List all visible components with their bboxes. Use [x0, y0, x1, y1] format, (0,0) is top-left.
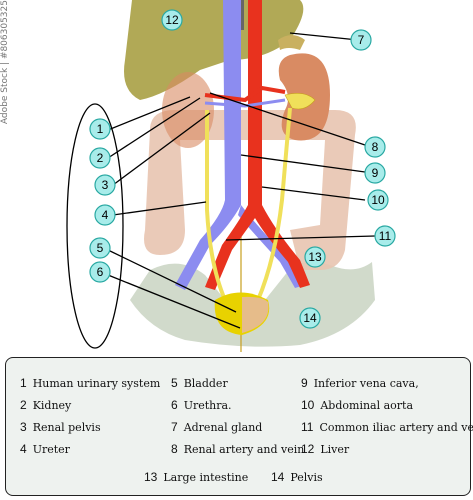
callout-1: 1: [89, 118, 111, 140]
legend-num: 13: [144, 470, 158, 484]
legend-item-11: 11 Common iliac artery and vein: [301, 420, 473, 434]
kidney-right: [162, 72, 214, 148]
ureter-right: [205, 110, 227, 301]
legend-label: Urethra.: [183, 399, 232, 412]
callout-11-num: 11: [379, 229, 392, 243]
callout-4: 4: [94, 204, 116, 226]
callout-12-num: 12: [165, 13, 179, 27]
legend-item-8: 8 Renal artery and vein: [171, 442, 304, 456]
inferior-vena-cava: [175, 0, 241, 290]
abdominal-aorta: [205, 0, 310, 290]
callout-14: 14: [299, 307, 321, 329]
renal-pelvis: [284, 93, 316, 110]
large-intestine: [144, 110, 356, 270]
legend-item-1: 1 Human urinary system: [20, 376, 160, 390]
callout-7: 7: [350, 29, 372, 51]
callout-9: 9: [364, 162, 386, 184]
legend-item-13: 13 Large intestine: [144, 470, 248, 484]
legend-num: 7: [171, 420, 178, 434]
legend-label: Adrenal gland: [183, 421, 263, 434]
legend-item-14: 14 Pelvis: [271, 470, 323, 484]
callout-10-num: 10: [371, 193, 385, 207]
callout-13-num: 13: [308, 250, 322, 264]
ureter-left: [256, 107, 292, 301]
legend-item-5: 5 Bladder: [171, 376, 228, 390]
adrenal-gland: [278, 35, 305, 50]
callout-11: 11: [374, 225, 396, 247]
callout-8: 8: [364, 136, 386, 158]
legend-item-3: 3 Renal pelvis: [20, 420, 101, 434]
urinary-system-diagram: 1 2 3 4 5 6 7 8 9 10 11 12 13 14: [66, 0, 396, 352]
legend-item-2: 2 Kidney: [20, 398, 71, 412]
legend-num: 6: [171, 398, 178, 412]
callout-2: 2: [89, 147, 111, 169]
legend-item-10: 10 Abdominal aorta: [301, 398, 413, 412]
watermark: Adobe Stock | #806305325: [0, 0, 10, 125]
legend-num: 2: [20, 398, 27, 412]
callout-6-num: 6: [97, 265, 104, 279]
legend-num: 12: [301, 442, 315, 456]
bladder-right-half: [242, 296, 269, 333]
callout-13: 13: [304, 246, 326, 268]
iliac-vein-left: [238, 205, 305, 288]
callout-7-num: 7: [358, 33, 365, 47]
renal-artery-vein: [204, 85, 286, 103]
legend-label: Abdominal aorta: [320, 399, 414, 412]
callout-9-num: 9: [372, 166, 379, 180]
callout-5: 5: [89, 237, 111, 259]
legend-label: Bladder: [183, 377, 228, 390]
callout-14-num: 14: [303, 311, 317, 325]
legend-item-12: 12 Liver: [301, 442, 349, 456]
legend-num: 11: [301, 420, 314, 434]
legend-item-4: 4 Ureter: [20, 442, 70, 456]
legend-item-6: 6 Urethra.: [171, 398, 232, 412]
callout-12: 12: [161, 9, 183, 31]
legend-label: Liver: [320, 443, 350, 456]
legend-label: Kidney: [32, 399, 72, 412]
legend-item-9: 9 Inferior vena cava,: [301, 376, 419, 390]
liver: [124, 0, 304, 100]
renal-vein: [204, 98, 286, 108]
callout-3: 3: [94, 174, 116, 196]
callout-2-num: 2: [97, 151, 104, 165]
legend-label: Inferior vena cava,: [313, 377, 419, 390]
legend-num: 4: [20, 442, 27, 456]
callout-4-num: 4: [102, 208, 109, 222]
legend-num: 1: [20, 376, 27, 390]
callout-5-num: 5: [97, 241, 104, 255]
callout-1-num: 1: [97, 122, 104, 136]
legend-label: Renal artery and vein: [183, 443, 305, 456]
legend-num: 14: [271, 470, 285, 484]
legend-item-7: 7 Adrenal gland: [171, 420, 262, 434]
legend-label: Large intestine: [163, 471, 249, 484]
legend-num: 8: [171, 442, 178, 456]
legend-label: Pelvis: [290, 471, 323, 484]
legend-label: Common iliac artery and vein: [319, 421, 473, 434]
legend-num: 9: [301, 376, 308, 390]
legend-num: 3: [20, 420, 27, 434]
group-outline: [66, 103, 124, 349]
legend-label: Human urinary system: [32, 377, 161, 390]
callout-10: 10: [367, 189, 389, 211]
legend-num: 10: [301, 398, 315, 412]
callout-6: 6: [89, 261, 111, 283]
legend-box: 1 Human urinary system 2 Kidney 3 Renal pel…: [5, 357, 473, 496]
legend-num: 5: [171, 376, 178, 390]
legend-label: Renal pelvis: [32, 421, 101, 434]
callout-8-num: 8: [372, 140, 379, 154]
legend-label: Ureter: [32, 443, 70, 456]
callout-3-num: 3: [102, 178, 109, 192]
